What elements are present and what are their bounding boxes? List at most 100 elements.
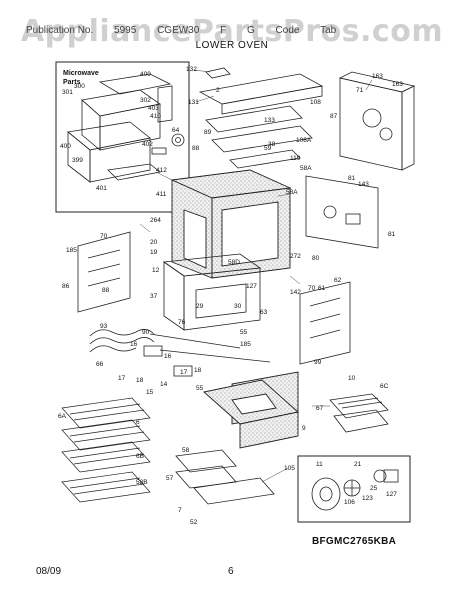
callout-label: 17 [118, 375, 126, 382]
top-panel-drawing [198, 67, 324, 169]
callout-label: 80 [312, 255, 320, 262]
callout-label: 76 [178, 319, 186, 326]
pub-token: 5995 [114, 25, 137, 36]
callout-label: 38 [268, 141, 276, 148]
callout-label: 71 [356, 87, 364, 94]
callout-label: 412 [156, 167, 167, 174]
callout-label: 64 [172, 127, 180, 134]
callout-label: 59 [264, 145, 272, 152]
grill-tray-drawing [175, 449, 275, 505]
microwave-parts-drawing [67, 73, 185, 183]
callout-label: 411 [156, 191, 167, 198]
callout-label: 70 [100, 233, 108, 240]
callout-label: 18 [136, 377, 144, 384]
callout-label: 401 [96, 185, 107, 192]
callout-label: 185 [240, 341, 251, 348]
callout-label: 11 [316, 461, 323, 468]
callout-label: 6A [58, 413, 67, 420]
callout-label: 6B [136, 453, 144, 460]
callout-label: 81 [388, 231, 396, 238]
callout-label: 66 [96, 361, 104, 368]
callout-label: 9 [302, 425, 306, 432]
callout-label: 15 [146, 389, 154, 396]
callout-label: 63 [260, 309, 268, 316]
callout-label: 20 [150, 239, 158, 246]
callout-label: 14 [160, 381, 168, 388]
callout-label: 163 [372, 73, 383, 80]
callout-label: 86 [62, 283, 70, 290]
callout-label: 16 [164, 353, 172, 360]
publication-line: Publication No. 5995 CGEW30 F G Code Tab [26, 25, 446, 36]
callout-label: 6 [136, 419, 140, 426]
callout-label: 400 [60, 143, 71, 150]
convection-inset-box [297, 455, 411, 523]
right-side-panel-drawing [299, 281, 351, 365]
callout-label: 55 [196, 385, 204, 392]
callout-label: 99 [314, 359, 322, 366]
callout-label: 57 [166, 475, 174, 482]
callout-label: 399 [72, 157, 83, 164]
callout-label: 105 [284, 465, 295, 472]
footer-date: 08/09 [36, 566, 62, 577]
callout-label: 142 [290, 289, 301, 296]
callout-label: 88 [192, 145, 200, 152]
callout-label: 18 [194, 367, 202, 374]
callout-label: 127 [246, 283, 257, 290]
callout-label: 108 [310, 99, 321, 106]
leader-lines [139, 69, 373, 483]
callout-label: 89 [204, 129, 212, 136]
pub-token: CGEW30 [157, 25, 200, 36]
oven-racks-drawing [61, 397, 151, 503]
callout-label: 88 [102, 287, 110, 294]
callout-label: 163 [392, 81, 403, 88]
callout-label: 29 [196, 303, 204, 310]
callout-label: 30 [234, 303, 242, 310]
callout-label: 61 [318, 285, 326, 292]
bottom-panel-drawing [203, 371, 299, 449]
callout-label: 301 [62, 89, 73, 96]
callout-label: 410 [150, 113, 161, 120]
callout-label: 300 [74, 83, 85, 90]
callout-label: 2 [216, 87, 220, 94]
left-side-panel-drawing [77, 231, 131, 313]
callout-label: 409 [140, 71, 151, 78]
callout-label: 272 [290, 253, 301, 260]
callout-label: 58 [182, 447, 190, 454]
pub-token: F [220, 25, 227, 36]
callout-label: 264 [150, 217, 161, 224]
callout-label: 185 [66, 247, 77, 254]
callout-label: 402 [142, 141, 153, 148]
inset-label-line: Parts [63, 79, 81, 86]
door-frame-drawing [162, 253, 262, 331]
microwave-inset-box [55, 61, 190, 213]
broil-pan-drawing [329, 393, 389, 433]
callout-label: 10 [348, 375, 356, 382]
callout-label: 12 [152, 267, 160, 274]
callout-label: 108A [296, 137, 312, 144]
callout-label: 55 [240, 329, 248, 336]
callout-label: 106 [344, 499, 355, 506]
callout-label: 25 [370, 485, 378, 492]
callout-label: 6C [380, 383, 389, 390]
callout-label: 52 [190, 519, 198, 526]
callout-label: 67 [316, 405, 324, 412]
diagram-code: BFGMC2765KBA [312, 536, 397, 547]
callout-label: 143 [358, 181, 369, 188]
pub-token: G [246, 25, 255, 36]
inset-label-line: Microwave [63, 70, 99, 77]
callout-labels: 132 131 2 108 163 163 71 87 409 300 301 … [58, 66, 403, 526]
callout-label: 58A [286, 189, 298, 196]
page-number: 6 [228, 566, 234, 577]
callout-label: 302 [140, 97, 151, 104]
callout-label: 90 [142, 329, 150, 336]
callout-label: 132 [186, 66, 197, 73]
convection-fan-drawing [311, 469, 399, 511]
callout-label: 131 [188, 99, 199, 106]
callout-label: 133 [264, 117, 275, 124]
callout-label: 62 [334, 277, 342, 284]
pub-token: Tab [320, 25, 337, 36]
callout-label: 7 [178, 507, 182, 514]
hinge-parts-drawing [143, 333, 271, 377]
section-title: LOWER OVEN [195, 40, 269, 51]
